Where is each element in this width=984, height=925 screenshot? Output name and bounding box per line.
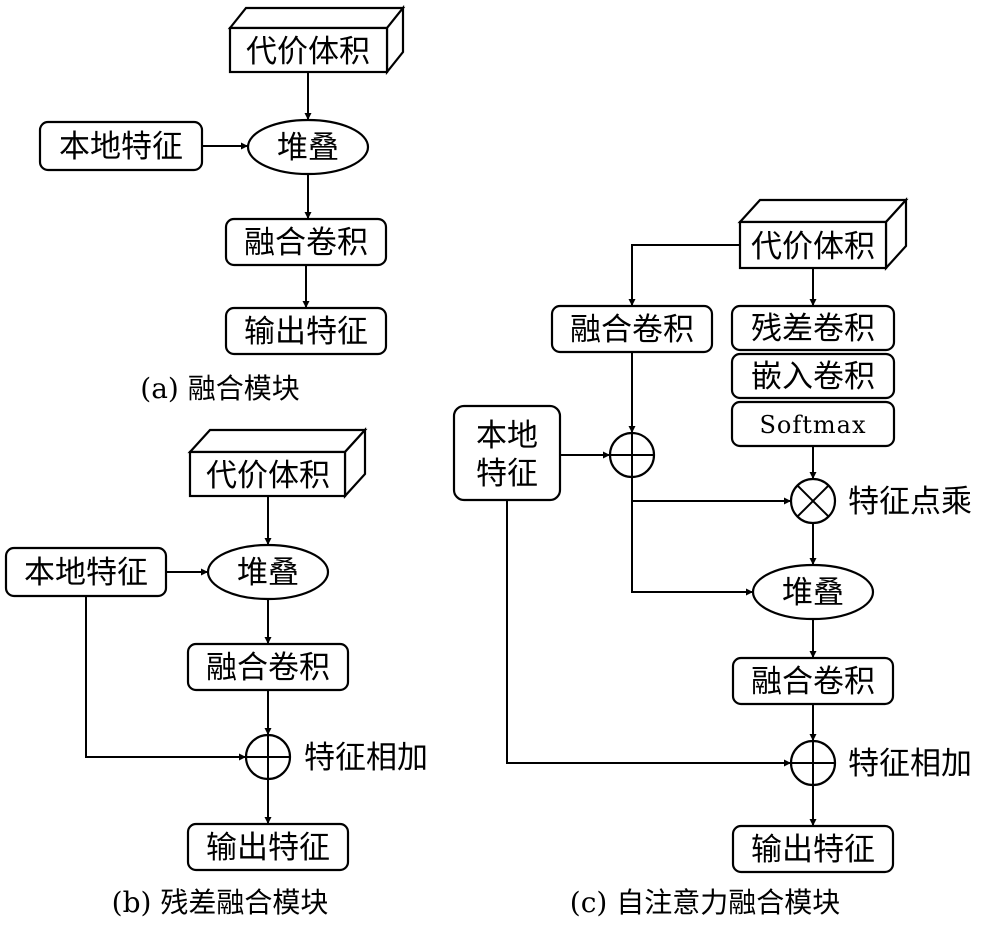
c-fusion-conv-left-label: 融合卷积: [570, 312, 694, 348]
a-output-box: 输出特征: [224, 306, 388, 356]
a-local-feature-box: 本地特征: [38, 120, 204, 172]
c-local-feature-line1: 本地: [476, 418, 538, 454]
b-cost-volume-label: 代价体积: [206, 458, 330, 494]
c-feature-dot-label: 特征点乘: [848, 484, 972, 520]
c-fusion-conv-left-box: 融合卷积: [550, 304, 714, 354]
b-local-feature-label: 本地特征: [24, 555, 148, 591]
a-output-label: 输出特征: [244, 314, 368, 350]
a-fusion-conv-box: 融合卷积: [224, 217, 388, 267]
b-output-label: 输出特征: [206, 830, 330, 866]
panel-a: 代价体积 本地特征 堆叠 融合卷积 输出特征 (a) 融合模块: [38, 4, 406, 405]
panel-c: 代价体积 融合卷积 残差卷积 嵌入卷积 Softmax 本地 特征: [452, 197, 972, 919]
c-cost-volume-box: 代价体积: [737, 197, 909, 271]
a-cost-volume-box: 代价体积: [227, 4, 406, 76]
c-fusion-conv-box: 融合卷积: [731, 656, 895, 706]
c-cost-volume-label: 代价体积: [751, 229, 875, 265]
b-feature-add-label: 特征相加: [304, 740, 428, 776]
panel-b: 代价体积 本地特征 堆叠 融合卷积 特征相加 输出特征 (: [4, 427, 428, 919]
c-arrow-cost-to-fusion-left: [628, 244, 740, 306]
a-local-feature-label: 本地特征: [59, 129, 183, 165]
b-fusion-conv-label: 融合卷积: [206, 650, 330, 686]
c-arrow-local-skip-to-add: [506, 500, 791, 767]
c-local-feature-line2: 特征: [476, 456, 538, 492]
c-arrow-add-to-stack: [631, 501, 753, 596]
c-residual-conv-label: 残差卷积: [751, 311, 875, 347]
c-output-box: 输出特征: [731, 824, 895, 874]
a-fusion-conv-label: 融合卷积: [244, 225, 368, 261]
b-local-feature-box: 本地特征: [4, 546, 168, 598]
a-cost-volume-label: 代价体积: [246, 34, 370, 70]
b-arrow-skip-to-add: [85, 596, 246, 761]
c-stack-label: 堆叠: [782, 575, 844, 611]
b-output-box: 输出特征: [186, 822, 350, 872]
c-softmax-label: Softmax: [759, 411, 866, 439]
a-caption: (a) 融合模块: [140, 372, 299, 405]
c-embed-conv-label: 嵌入卷积: [751, 359, 875, 395]
c-output-label: 输出特征: [751, 832, 875, 868]
c-residual-conv-box: 残差卷积: [730, 304, 896, 352]
c-arrow-add-to-mult: [631, 477, 791, 505]
b-cost-volume-box: 代价体积: [187, 427, 368, 499]
c-local-feature-box: 本地 特征: [452, 404, 562, 502]
c-caption: (c) 自注意力融合模块: [570, 886, 840, 919]
b-stack-ellipse: 堆叠: [206, 543, 330, 601]
a-stack-label: 堆叠: [277, 130, 339, 166]
c-feature-add-label: 特征相加: [848, 746, 972, 782]
b-add-circle: [244, 733, 292, 781]
a-stack-ellipse: 堆叠: [246, 118, 370, 176]
b-fusion-conv-box: 融合卷积: [186, 642, 350, 692]
c-softmax-box: Softmax: [730, 400, 896, 448]
c-embed-conv-box: 嵌入卷积: [730, 352, 896, 400]
c-add-circle-bottom: [789, 739, 837, 787]
c-fusion-conv-label: 融合卷积: [751, 664, 875, 700]
c-add-circle-top: [608, 431, 656, 479]
b-stack-label: 堆叠: [237, 555, 299, 591]
b-caption: (b) 残差融合模块: [112, 886, 329, 919]
c-stack-ellipse: 堆叠: [751, 563, 875, 621]
c-multiply-circle: [789, 477, 837, 525]
